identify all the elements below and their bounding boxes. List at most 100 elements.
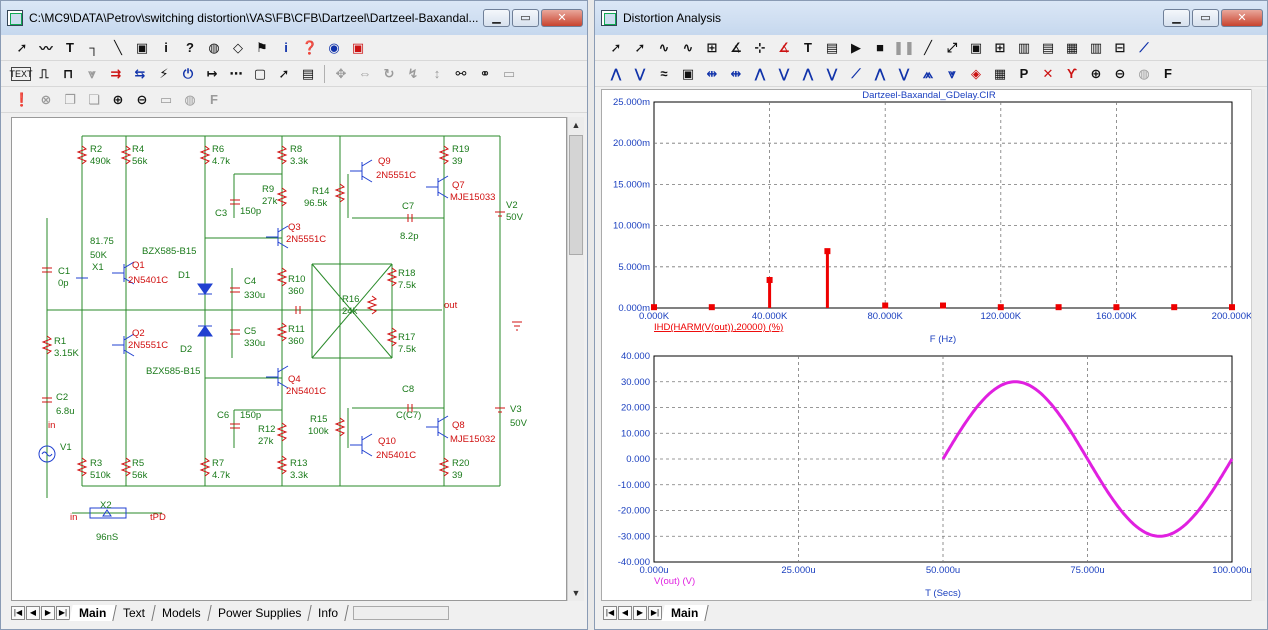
rotate-icon[interactable]: ↻ bbox=[383, 65, 395, 81]
zoom-in-icon[interactable]: ⊕ bbox=[1090, 65, 1102, 81]
first-page-icon[interactable]: |◀ bbox=[11, 606, 25, 620]
global-high-icon[interactable]: ⋀ bbox=[874, 65, 886, 81]
select-arrow-icon[interactable]: ➚ bbox=[610, 39, 622, 55]
properties-icon[interactable]: ▤ bbox=[301, 65, 315, 81]
axis-icon[interactable]: ▦ bbox=[1065, 39, 1079, 55]
scroll-thumb[interactable] bbox=[569, 135, 583, 255]
last-page-icon[interactable]: ▶| bbox=[56, 606, 70, 620]
diagonal-wire-icon[interactable]: ╲ bbox=[114, 39, 122, 55]
grid-icon[interactable]: ⊞ bbox=[994, 39, 1006, 55]
scale-icon[interactable]: ▥ bbox=[1089, 39, 1103, 55]
close-button[interactable]: ✕ bbox=[1221, 9, 1263, 27]
voltage-icon[interactable]: ⩔ bbox=[88, 65, 96, 81]
text-toggle-icon[interactable]: TEXT bbox=[9, 66, 33, 81]
zoom-out-icon[interactable]: ⊖ bbox=[1114, 65, 1126, 81]
mirror-icon[interactable]: ⇔ bbox=[358, 66, 372, 81]
smooth-icon[interactable]: ≈ bbox=[660, 66, 668, 81]
tab-info[interactable]: Info bbox=[308, 605, 350, 621]
step-icon[interactable]: ↕ bbox=[433, 66, 441, 81]
prev-page-icon[interactable]: ◀ bbox=[26, 606, 40, 620]
cursor-right-icon[interactable]: ⇹ bbox=[730, 65, 742, 81]
web-icon[interactable]: ◉ bbox=[328, 39, 340, 55]
tab-power-supplies[interactable]: Power Supplies bbox=[208, 605, 313, 621]
stack-icon[interactable]: ⊟ bbox=[1114, 39, 1126, 55]
schematic-titlebar[interactable]: C:\MC9\DATA\Petrov\switching distortion\… bbox=[1, 1, 587, 35]
inflection-icon[interactable]: ⟋ bbox=[851, 65, 861, 81]
schematic-vertical-scrollbar[interactable]: ▲ ▼ bbox=[567, 117, 584, 601]
minimize-button[interactable]: ▁ bbox=[483, 9, 510, 27]
next-valley-icon[interactable]: ⋁ bbox=[778, 65, 790, 81]
ruler-icon[interactable]: ▤ bbox=[1041, 39, 1055, 55]
pin-connect-icon[interactable]: ↦ bbox=[206, 65, 218, 81]
plot-grid-icon[interactable]: ⊞ bbox=[706, 39, 718, 55]
properties-icon[interactable]: ▤ bbox=[825, 39, 839, 55]
probe-icon[interactable]: ▣ bbox=[351, 39, 365, 55]
cursor-left-icon[interactable]: ⇹ bbox=[706, 65, 718, 81]
folder-icon[interactable]: ▭ bbox=[159, 91, 173, 107]
line-icon[interactable]: ╱ bbox=[924, 39, 932, 55]
schematic-canvas[interactable]: R2 490k R4 56k R6 4.7k R8 3.3k R19 39 R9… bbox=[11, 117, 567, 601]
plot-tracker-icon[interactable]: ∡ bbox=[730, 39, 742, 55]
shapes-icon[interactable]: ◇ bbox=[233, 39, 243, 55]
minimize-button[interactable]: ▁ bbox=[1163, 9, 1190, 27]
y-tag-icon[interactable]: ϒ bbox=[1066, 66, 1077, 81]
tab-main[interactable]: Main bbox=[69, 605, 118, 621]
select-mode-icon[interactable]: ➚ bbox=[278, 65, 290, 81]
current-icon[interactable]: ⇉ bbox=[110, 65, 122, 81]
text-tool-icon[interactable]: T bbox=[66, 40, 74, 55]
valley-icon[interactable]: ⋁ bbox=[634, 65, 646, 81]
on-off-icon[interactable]: ⏻ bbox=[182, 65, 194, 81]
zoom-box-icon[interactable]: ▣ bbox=[681, 65, 695, 81]
tab-text[interactable]: Text bbox=[113, 605, 157, 621]
dim-line-icon[interactable]: ⤢ bbox=[946, 39, 958, 55]
pin-icon[interactable]: ⊓ bbox=[62, 65, 74, 81]
top-icon[interactable]: ⩕ bbox=[922, 65, 934, 81]
border-icon[interactable]: ▢ bbox=[253, 65, 267, 81]
select-arrow-icon[interactable]: ➚ bbox=[16, 39, 28, 55]
trace-icon[interactable]: ⟋ bbox=[1139, 39, 1149, 55]
low-icon[interactable]: ⋁ bbox=[826, 65, 838, 81]
pointer-icon[interactable]: ➚ bbox=[634, 39, 646, 55]
x-tag-icon[interactable]: ✕ bbox=[1042, 65, 1054, 81]
high-icon[interactable]: ⋀ bbox=[802, 65, 814, 81]
run-icon[interactable]: ▶ bbox=[851, 39, 861, 55]
horizontal-scrollbar[interactable] bbox=[353, 606, 450, 620]
help-topic-icon[interactable]: ❓ bbox=[301, 39, 319, 55]
data-icon[interactable]: ▦ bbox=[993, 65, 1007, 81]
frame-icon[interactable]: ▣ bbox=[969, 39, 983, 55]
plot-scale-icon[interactable]: ∿ bbox=[682, 39, 694, 55]
plot-properties-icon[interactable]: ∿ bbox=[658, 39, 670, 55]
distortion-titlebar[interactable]: Distortion Analysis ▁ ▭ ✕ bbox=[595, 1, 1267, 35]
align-icon[interactable]: ✥ bbox=[335, 65, 347, 81]
help-icon[interactable]: ? bbox=[186, 40, 194, 55]
plot-vertical-scrollbar[interactable] bbox=[1251, 89, 1265, 601]
bottom-icon[interactable]: ⩔ bbox=[948, 65, 956, 81]
warning-icon[interactable]: ❗ bbox=[13, 91, 31, 107]
flip-icon[interactable]: ↯ bbox=[407, 65, 419, 81]
copy-icon[interactable]: ❐ bbox=[64, 91, 76, 107]
next-page-icon[interactable]: ▶ bbox=[41, 606, 55, 620]
pause-icon[interactable]: ❚❚ bbox=[893, 39, 915, 55]
plot-fit-icon[interactable]: ∡ bbox=[778, 39, 790, 55]
maximize-button[interactable]: ▭ bbox=[512, 9, 539, 27]
binoculars-icon[interactable]: ⚭ bbox=[479, 65, 491, 81]
scroll-down-icon[interactable]: ▼ bbox=[571, 588, 581, 598]
text-tool-icon[interactable]: T bbox=[804, 40, 812, 55]
graphics-icon[interactable]: ▣ bbox=[135, 39, 149, 55]
globe-icon[interactable]: ◍ bbox=[184, 91, 196, 107]
flag-icon[interactable]: ⚑ bbox=[256, 39, 268, 55]
font-icon[interactable]: F bbox=[210, 92, 218, 107]
stop-icon[interactable]: ⊗ bbox=[40, 91, 52, 107]
zoom-out-icon[interactable]: ⊖ bbox=[136, 91, 148, 107]
orthogonal-wire-icon[interactable]: ┐ bbox=[89, 40, 99, 55]
grid-icon[interactable]: ⋯ bbox=[229, 65, 243, 81]
font-icon[interactable]: F bbox=[1164, 66, 1172, 81]
page-icon[interactable]: ▭ bbox=[502, 65, 516, 81]
attribute-icon[interactable]: i bbox=[284, 40, 288, 55]
power-icon[interactable]: ⚡ bbox=[159, 65, 169, 81]
last-page-icon[interactable]: ▶| bbox=[648, 606, 662, 620]
animate-icon[interactable]: ◈ bbox=[971, 65, 981, 81]
tab-models[interactable]: Models bbox=[152, 605, 212, 621]
scroll-up-icon[interactable]: ▲ bbox=[571, 120, 581, 130]
component-icon[interactable]: ◍ bbox=[208, 39, 220, 55]
